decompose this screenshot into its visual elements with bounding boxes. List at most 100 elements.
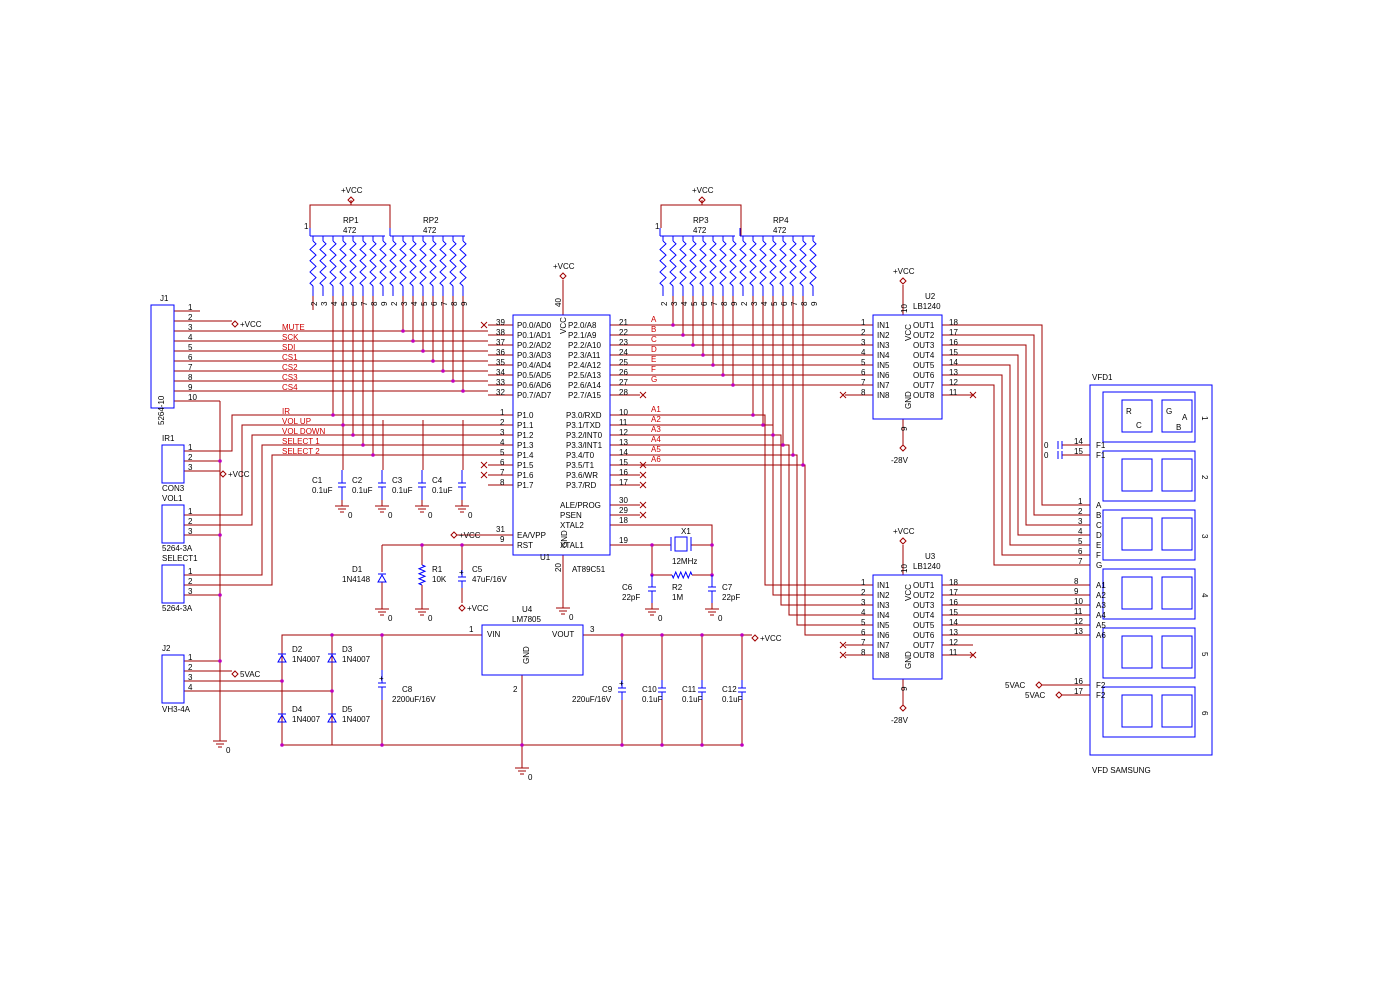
u1-p3-net-label: A2 [651,415,661,424]
vfd-digit-right [1161,458,1193,492]
vfd-digit-number: 1 [1200,416,1209,421]
power-port-symbol [899,444,907,452]
driver-out-label: OUT4 [913,351,935,360]
j1-pin-number: 7 [188,363,193,372]
junction-dot [740,633,744,637]
u1-pin-number: 1 [500,408,505,417]
driver-part: LB1240 [913,562,941,571]
driver-pin-number: 6 [861,628,866,637]
u1-p2-pin-label: P2.4/A12 [568,361,601,370]
u1-pin-number: 34 [496,368,505,377]
u1-p3-net-label: A3 [651,425,661,434]
driver-neg-label: -28V [891,456,909,465]
d3-value: 1N4007 [342,655,371,664]
segment-net [973,334,1090,516]
no-connect-mark [639,481,647,489]
ground-label: 0 [658,614,663,623]
vfd-pin-label: F2 [1096,691,1106,700]
r1-ref: R1 [432,565,443,574]
rp-pin-number: 5 [420,301,429,306]
junction-dot [331,413,335,417]
driver-vcc-label: VCC [904,584,913,601]
driver-out-label: OUT8 [913,651,935,660]
junction-dot [218,533,222,537]
driver-out-label: OUT6 [913,631,935,640]
resistor-zigzag [369,240,377,287]
junction-dot [401,329,405,333]
u1-p3-net-label: A4 [651,435,661,444]
junction-dot [761,423,765,427]
driver-in-label: IN1 [877,321,890,330]
filament-gnd: 0 [1044,451,1049,460]
u1-p0-pin-label: P0.5/AD5 [517,371,552,380]
u1-rst-label: RST [517,541,533,550]
power-port-symbol [1035,681,1043,689]
d5-value: 1N4007 [342,715,371,724]
j2-body [161,654,185,704]
ir1-pin-number: 3 [188,463,193,472]
output-cap-value: 0.1uF [642,695,663,704]
vfd-digit-number: 6 [1200,711,1209,716]
j1-pin-number: 10 [188,393,197,402]
u1-p0-pin-label: P0.6/AD6 [517,381,552,390]
junction-dot [731,383,735,387]
driver-in-label: IN6 [877,631,890,640]
driver-pin-number: 11 [949,388,958,397]
output-cap-value: 0.1uF [722,695,743,704]
u1-pin-number: 8 [500,478,505,487]
decoupling-cap-value: 0.1uF [392,486,413,495]
vol1-ref: VOL1 [162,494,183,503]
driver-in-label: IN5 [877,361,890,370]
d1-value: 1N4148 [342,575,371,584]
ground-label: 0 [428,511,433,520]
resistor-zigzag [789,240,797,287]
resistor-zigzag [729,240,737,287]
u1-pin-number: 18 [619,516,628,525]
driver-in-label: IN5 [877,621,890,630]
u1-pin-number: 30 [619,496,628,505]
ground-label: 0 [226,746,231,755]
segment-net [973,364,1090,546]
j1-pin-number: 4 [188,333,193,342]
components [150,196,1213,775]
resistor-zigzag [799,240,807,287]
vfd-pin-label: E [1096,541,1101,550]
u1-p2-net-label: D [651,345,657,354]
vfd-digit-frame [1102,450,1196,502]
j1-net-label: SCK [282,333,299,342]
vfd-icon-letter: B [1176,423,1181,432]
u1-part: AT89C51 [572,565,606,574]
vfd-pin-number: 5 [1078,537,1083,546]
rp-pin-number: 7 [710,301,719,306]
vfd-pin-number: 12 [1074,617,1083,626]
u1-p0-pin-label: P0.7/AD7 [517,391,552,400]
resistor-zigzag [329,240,337,287]
select2-net [200,454,488,586]
u1-pin-number: 21 [619,318,628,327]
power-port-symbol [899,277,907,285]
power-port-symbol [698,196,706,204]
driver-out-label: OUT2 [913,331,935,340]
vfd-5vac: 5VAC [1005,681,1026,690]
j2-ref: J2 [162,644,171,653]
u1-p3-pin-label: P3.5/T1 [566,461,595,470]
decoupling-cap-value: 0.1uF [312,486,333,495]
rp-pin-number: 3 [750,301,759,306]
u1-pin-number: 38 [496,328,505,337]
rp-pin-number: 3 [320,301,329,306]
vfd-pin-label: A5 [1096,621,1106,630]
u1-ea-label: EA/VPP [517,531,546,540]
u1-pin-number: 17 [619,478,628,487]
ground-label: 0 [569,613,574,622]
decoupling-cap-ref: C3 [392,476,403,485]
bridge-frame [281,634,333,745]
driver-out-label: OUT5 [913,621,935,630]
d3-ref: D3 [342,645,353,654]
ir1-body [161,444,185,484]
c8-value: 2200uF/16V [392,695,436,704]
rp-pin-number: 9 [460,301,469,306]
driver-pin-number: 2 [861,328,866,337]
driver-pin-number: 12 [949,378,958,387]
resistor-zigzag [689,240,697,287]
